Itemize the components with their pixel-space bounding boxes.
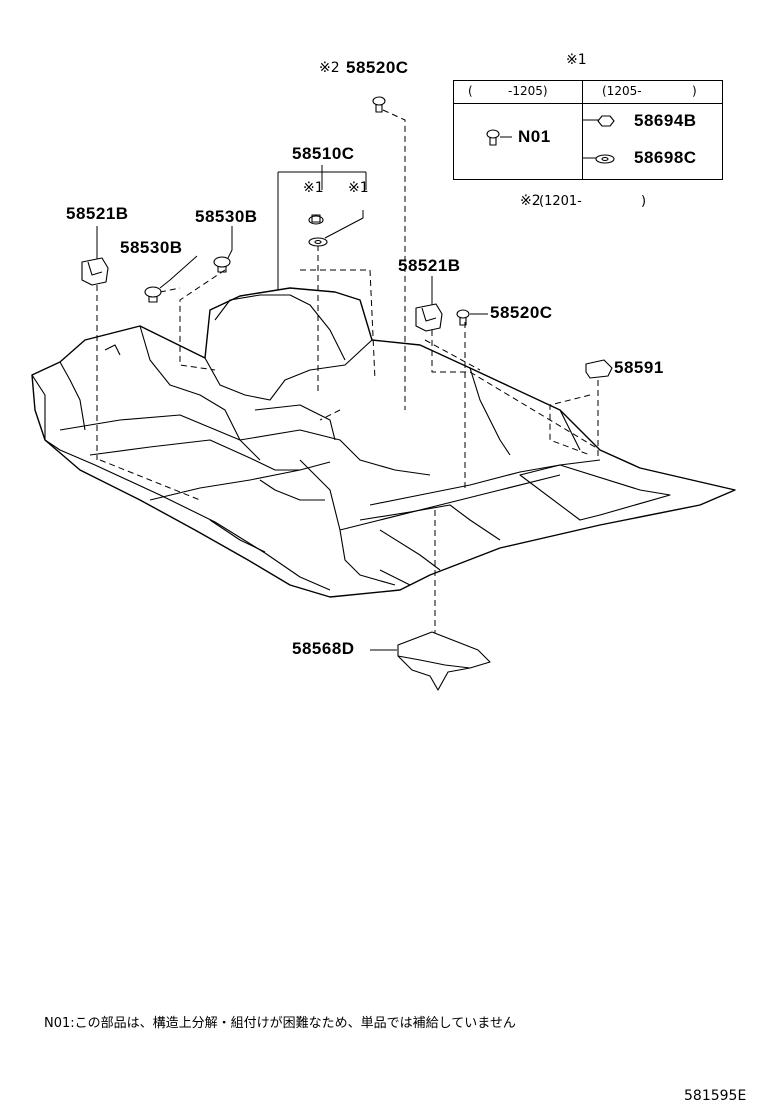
clip-58521b-left: [81, 257, 109, 286]
washer-58698c-icon: [595, 154, 615, 164]
fastener-58530b-left: [144, 286, 162, 303]
table-col2-header: (1205-: [602, 84, 642, 98]
label-58520c-top: 58520C: [346, 58, 409, 77]
screw-58520c-top: [372, 96, 386, 113]
washer-mark1-b: [308, 237, 328, 247]
note2-close: ): [641, 194, 647, 209]
label-mark1-a: ※1: [303, 180, 324, 196]
nut-mark1-a: [308, 214, 324, 225]
label-58510c: 58510C: [292, 144, 355, 163]
label-mark2: ※2: [319, 60, 340, 76]
table-right-part-2: 58698C: [634, 148, 697, 167]
note2-mark: ※2: [520, 193, 541, 209]
clip-58521b-right: [415, 303, 443, 332]
label-58530b-lower: 58530B: [120, 238, 183, 257]
label-58591: 58591: [614, 358, 664, 377]
floor-carpet-58510c: [31, 287, 736, 598]
footnote: N01:この部品は、構造上分解・組付けが困難なため、単品では補給していません: [44, 1016, 516, 1031]
table-right-part-1: 58694B: [634, 111, 697, 130]
n01-screw-icon: [486, 129, 500, 146]
screw-58520c-right: [456, 309, 470, 326]
table-col1-open: (: [468, 84, 473, 98]
note2-text: (1201-: [539, 194, 582, 209]
label-58521b-left: 58521B: [66, 204, 129, 223]
table-header-row: [454, 81, 722, 104]
variant-table: ( -1205) (1205- ) N01 58694B 58698C: [453, 80, 723, 180]
block-58591: [585, 359, 613, 379]
label-58520c-right: 58520C: [490, 303, 553, 322]
dashed-guides: [96, 109, 601, 638]
table-mark1: ※1: [566, 52, 587, 68]
label-58530b-upper: 58530B: [195, 207, 258, 226]
fastener-58530b: [213, 256, 231, 273]
label-58568d: 58568D: [292, 639, 355, 658]
table-col2-close: ): [692, 84, 697, 98]
pad-58568d: [397, 631, 491, 691]
table-divider: [582, 81, 583, 179]
diagram-id: 581595E: [684, 1088, 747, 1104]
table-left-part: N01: [518, 127, 551, 146]
nut-58694b-icon: [597, 115, 615, 127]
label-58521b-right: 58521B: [398, 256, 461, 275]
label-mark1-b: ※1: [348, 180, 369, 196]
table-col1-header: -1205): [508, 84, 548, 98]
leader-lines: [96, 119, 612, 651]
